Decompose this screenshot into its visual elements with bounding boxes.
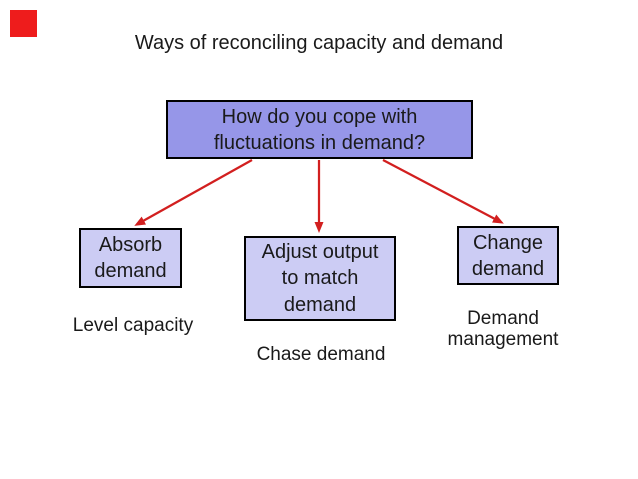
question-node: How do you cope with fluctuations in dem… — [166, 100, 473, 159]
arrow-to-change-demand — [382, 159, 504, 224]
caption-chase-demand: Chase demand — [256, 344, 386, 365]
slide-title: Ways of reconciling capacity and demand — [134, 32, 504, 54]
caption-demand-management: Demand management — [447, 308, 559, 350]
caption-level-capacity: Level capacity — [72, 315, 194, 336]
arrow-to-absorb-demand — [134, 159, 253, 226]
node-change-demand: Change demand — [457, 226, 559, 285]
red-square-logo-icon — [10, 10, 37, 37]
node-absorb-demand: Absorb demand — [79, 228, 182, 288]
node-adjust-output: Adjust output to match demand — [244, 236, 396, 321]
